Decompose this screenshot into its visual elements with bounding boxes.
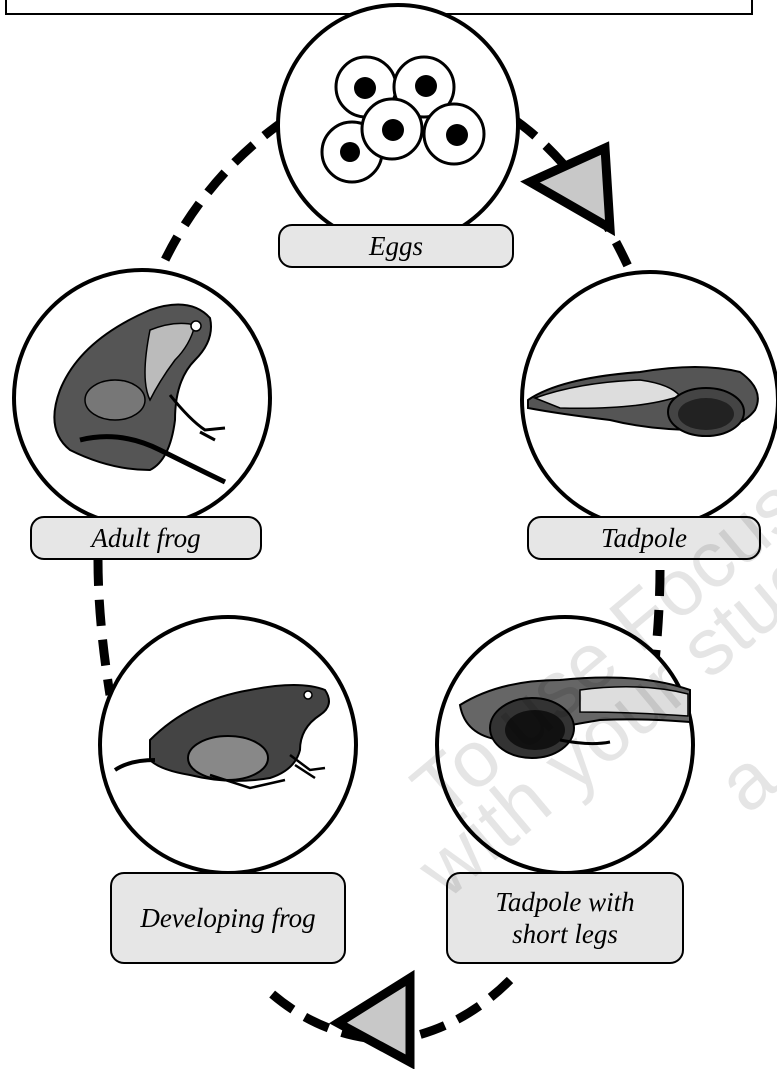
- tadpole-legs-label-line1: Tadpole with: [495, 886, 634, 918]
- path-developing-to-adult: [98, 560, 110, 695]
- tadpole-legs-label-line2: short legs: [512, 918, 618, 950]
- arrow-eggs-to-tadpole: [530, 148, 610, 228]
- adult-frog-label-text: Adult frog: [91, 522, 200, 554]
- developing-frog-label-text: Developing frog: [140, 902, 315, 934]
- eggs-label-text: Eggs: [369, 230, 423, 262]
- tadpole-label: Tadpole: [527, 516, 761, 560]
- path-adult-to-eggs: [158, 120, 285, 275]
- tadpole-label-text: Tadpole: [601, 522, 687, 554]
- adult-frog-label: Adult frog: [30, 516, 262, 560]
- arrow-legs-to-developing: [338, 978, 410, 1062]
- tadpole-legs-label: Tadpole with short legs: [446, 872, 684, 964]
- developing-frog-label: Developing frog: [110, 872, 346, 964]
- eggs-label: Eggs: [278, 224, 514, 268]
